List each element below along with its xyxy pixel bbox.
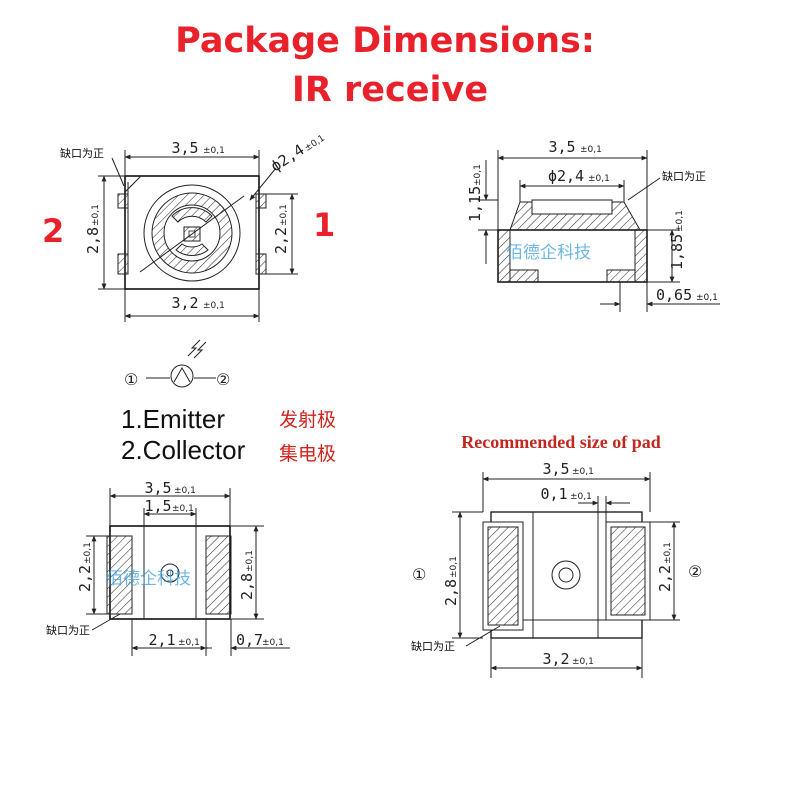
top-view-body <box>124 175 260 290</box>
height-right-label: 2,2 <box>272 227 290 254</box>
bottom-height-right-label: 2,8 <box>238 573 256 600</box>
bottom-width-top-tol: ±0,1 <box>174 486 196 496</box>
side-foot-tol: ±0,1 <box>696 293 718 303</box>
bottom-watermark: 佰德企科技 <box>106 569 191 589</box>
bottom-width-tol: ±0,1 <box>203 301 225 311</box>
bottom-inner-tol: ±0,1 <box>172 504 194 514</box>
legend-item-1: 1.Emitter <box>121 404 225 434</box>
side-height-tol: ±0,1 <box>473 164 483 186</box>
bottom-pad-width-label: 0,7 <box>236 631 263 649</box>
legend-item-2-cn: 集电极 <box>279 443 336 465</box>
symbol-pin-1: ① <box>124 370 138 389</box>
side-foot-label: 0,65 <box>656 286 692 304</box>
height-left-tol: ±0,1 <box>91 204 101 226</box>
bottom-width-label: 3,2 <box>171 294 198 312</box>
bottom-width-top-label: 3,5 <box>144 479 171 497</box>
pin-1-label: 1 <box>313 206 335 244</box>
bottom-notch-label: 缺口为正 <box>46 623 90 637</box>
pad-width-top-label: 3,5 <box>542 460 569 478</box>
pad-width-bottom-label: 3,2 <box>542 650 569 668</box>
pad-view: Recommended size of pad 3,5 ±0,1 0,1 ±0,… <box>411 432 702 678</box>
title-line-2: IR receive <box>292 70 488 110</box>
height-left-label: 2,8 <box>84 227 102 254</box>
lens-diameter-label: ϕ2,4 <box>267 141 307 176</box>
side-width-tol: ±0,1 <box>580 145 602 155</box>
pad-pin-1: ① <box>412 565 426 584</box>
bottom-view: 佰德企科技 3,5 ±0,1 1,5 ±0,1 2,2 ±0,1 2,8 ±0,… <box>46 479 290 656</box>
pad-right <box>610 526 646 616</box>
lens-diameter-tol: ±0,1 <box>303 134 327 154</box>
side-body-height-tol: ±0,1 <box>675 210 685 232</box>
title-line-1: Package Dimensions: <box>175 21 595 61</box>
side-view: 佰德企科技 3,5 ±0,1 ϕ2,4 ±0,1 缺口为正 1,15 ±0,1 … <box>466 138 720 312</box>
pad-height-right-label: 2,2 <box>656 565 674 592</box>
height-right-tol: ±0,1 <box>279 204 289 226</box>
pad-heading: Recommended size of pad <box>461 432 660 452</box>
pad-left <box>487 526 519 626</box>
bottom-inner-label: 1,5 <box>144 497 171 515</box>
legend-item-2: 2.Collector <box>121 435 246 465</box>
pad-gap-tol: ±0,1 <box>570 492 592 502</box>
pad-height-right-tol: ±0,1 <box>663 542 673 564</box>
side-lens-label: ϕ2,4 <box>548 167 584 185</box>
bottom-span-label: 2,1 <box>148 631 175 649</box>
bottom-height-left-tol: ±0,1 <box>83 542 93 564</box>
bottom-height-right-tol: ±0,1 <box>245 550 255 572</box>
legend-item-1-cn: 发射极 <box>279 409 336 431</box>
pad-width-bottom-tol: ±0,1 <box>572 657 594 667</box>
top-width-label: 3,5 <box>171 139 198 157</box>
side-notch-label: 缺口为正 <box>662 169 706 183</box>
pad-width-top-tol: ±0,1 <box>572 467 594 477</box>
phototransistor-symbol: ① ② <box>124 339 230 389</box>
pad-gap-label: 0,1 <box>540 485 567 503</box>
pad-notch-label: 缺口为正 <box>411 639 455 653</box>
bottom-height-left-label: 2,2 <box>76 565 94 592</box>
pad-pin-2: ② <box>688 562 702 581</box>
pin-2-label: 2 <box>42 212 64 250</box>
side-width-label: 3,5 <box>548 138 575 156</box>
top-notch-label: 缺口为正 <box>60 146 104 160</box>
side-lens-tol: ±0,1 <box>588 174 610 184</box>
bottom-span-tol: ±0,1 <box>178 638 200 648</box>
side-watermark: 佰德企科技 <box>506 243 591 263</box>
side-height-label: 1,15 <box>466 186 484 222</box>
side-body-height-label: 1,85 <box>668 234 686 270</box>
top-width-tol: ±0,1 <box>203 146 225 156</box>
bottom-pad-width-tol: ±0,1 <box>262 638 284 648</box>
top-view: 3,5 ±0,1 ϕ2,4 ±0,1 3,2 ±0,1 2,8 ±0,1 2,2… <box>42 134 335 322</box>
pad-height-left-tol: ±0,1 <box>449 556 459 578</box>
pad-height-left-label: 2,8 <box>442 579 460 606</box>
symbol-pin-2: ② <box>216 370 230 389</box>
lens-outer <box>143 184 241 282</box>
